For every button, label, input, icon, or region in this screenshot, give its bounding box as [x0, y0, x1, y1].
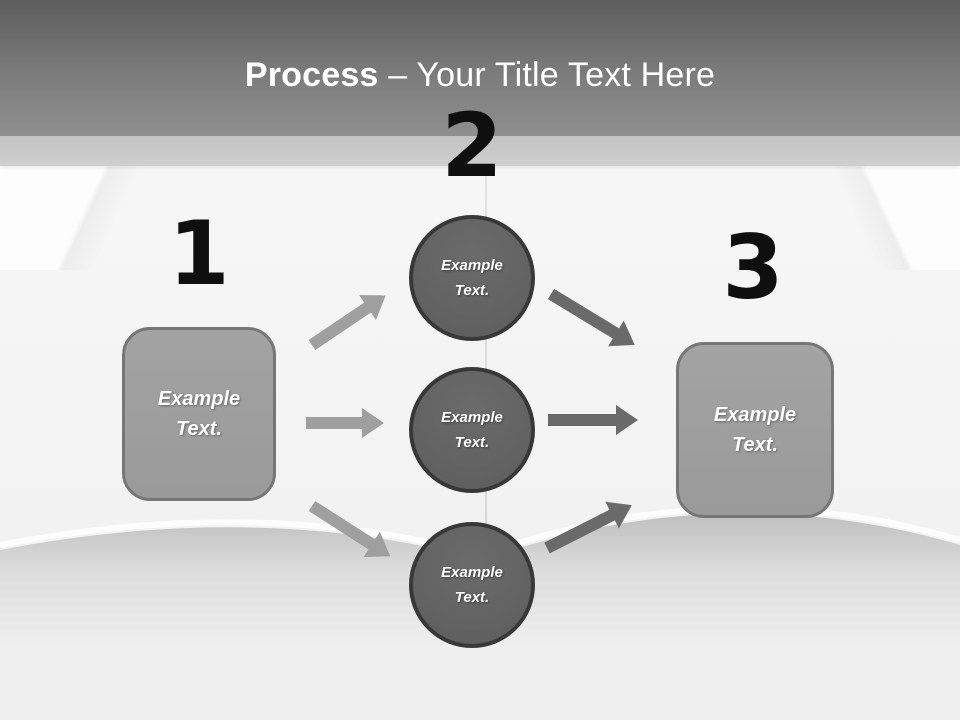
label-line: Text. — [454, 282, 490, 299]
label-line: Text. — [176, 418, 222, 440]
label-line: Example — [157, 388, 241, 410]
title-rest-text: – Your Title Text Here — [388, 56, 716, 94]
title-bold-text: Process — [244, 56, 379, 94]
process-box-1-label: Example Text. — [158, 384, 240, 444]
process-circle-1-label: Example Text. — [441, 253, 503, 303]
step-number-1: 1 — [168, 202, 230, 305]
process-circle-2-label: Example Text. — [441, 405, 503, 455]
label-line: Text. — [454, 589, 490, 606]
process-circle-2: Example Text. — [409, 367, 535, 493]
step-number-3: 3 — [722, 216, 784, 319]
process-circle-3: Example Text. — [409, 522, 535, 648]
label-line: Example — [441, 257, 503, 274]
slide-title: Process – Your Title Text Here — [0, 53, 960, 97]
label-line: Text. — [454, 434, 490, 451]
process-box-1: Example Text. — [122, 327, 276, 501]
label-line: Example — [441, 409, 503, 426]
step-number-2: 2 — [441, 94, 503, 197]
process-circle-1: Example Text. — [409, 215, 535, 341]
label-line: Text. — [732, 434, 778, 456]
process-box-3: Example Text. — [676, 342, 834, 518]
label-line: Example — [441, 564, 503, 581]
header-band: Process – Your Title Text Here — [0, 0, 960, 136]
process-circle-3-label: Example Text. — [441, 560, 503, 610]
label-line: Example — [713, 404, 797, 426]
process-box-3-label: Example Text. — [714, 400, 796, 460]
